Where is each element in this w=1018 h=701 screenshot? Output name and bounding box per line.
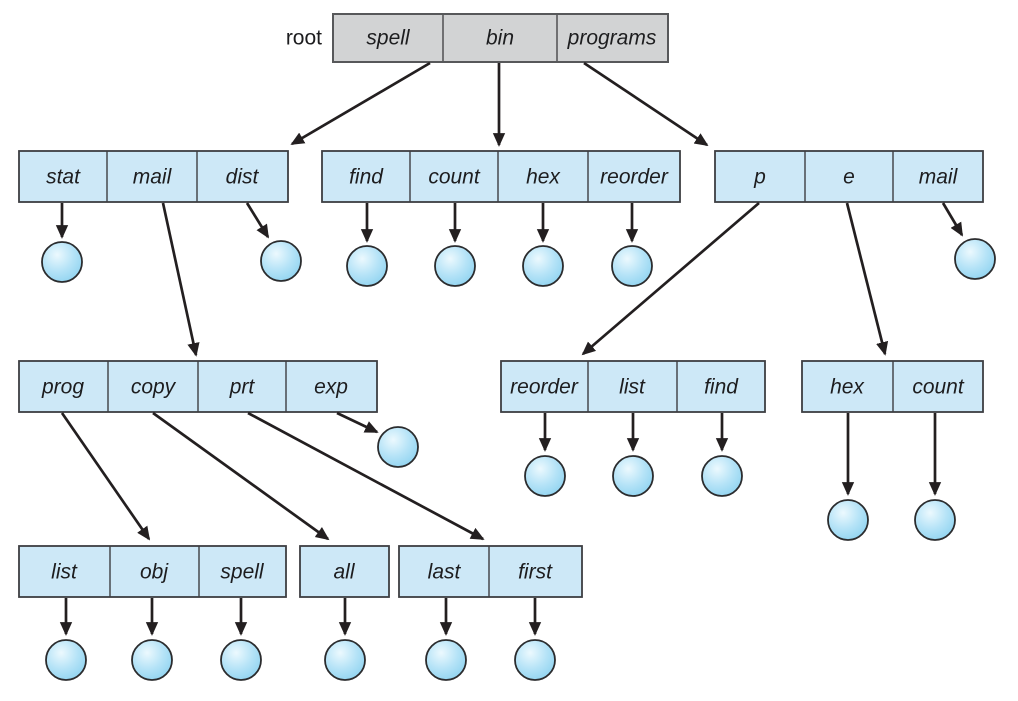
dir-entry-prt: prt xyxy=(229,376,256,399)
file-circle-find2 xyxy=(701,455,743,497)
dir-entry-list2: list xyxy=(619,376,646,399)
file-circle-hex xyxy=(522,245,564,287)
dir-table-prog: list obj spell xyxy=(18,545,287,598)
dir-table-prt: last first xyxy=(398,545,583,598)
file-circle-dist xyxy=(260,240,302,282)
edge-mail2-to-file xyxy=(941,202,964,237)
edge-p-to-dir xyxy=(581,201,760,356)
dir-table-p: reorder list find xyxy=(500,360,766,413)
dir-box xyxy=(18,150,289,203)
dir-entry-count2: count xyxy=(912,376,965,399)
dir-table-programs: p e mail xyxy=(714,150,984,203)
file-circle-spell3 xyxy=(220,639,262,681)
dir-entry-find2: find xyxy=(704,376,739,399)
dir-entry-spell: spell xyxy=(366,27,411,50)
file-circle-reorder xyxy=(611,245,653,287)
edge-programs-to-dir xyxy=(583,61,709,147)
dir-entry-last: last xyxy=(428,561,462,584)
dir-entry-programs: programs xyxy=(567,27,657,50)
dir-entry-p: p xyxy=(753,166,766,189)
file-circle-count xyxy=(434,245,476,287)
file-nodes xyxy=(41,238,996,681)
dir-entry-find: find xyxy=(349,166,384,189)
dir-entry-bin: bin xyxy=(486,27,514,50)
file-circle-list2 xyxy=(612,455,654,497)
dir-box xyxy=(321,150,681,203)
dir-table-root: root spell bin programs xyxy=(286,13,669,63)
dir-entry-mail: mail xyxy=(133,166,173,189)
dir-box xyxy=(500,360,766,413)
dir-entry-first: first xyxy=(518,561,553,584)
dir-table-spell: stat mail dist xyxy=(18,150,289,203)
file-circle-list3 xyxy=(45,639,87,681)
dir-box xyxy=(299,545,390,598)
dir-entry-hex: hex xyxy=(526,166,561,189)
file-circle-mail2 xyxy=(954,238,996,280)
dir-table-bin: find count hex reorder xyxy=(321,150,681,203)
edge-mail-to-dir xyxy=(161,202,200,357)
dir-table-e: hex count xyxy=(801,360,984,413)
edge-exp-to-file xyxy=(336,411,379,434)
file-circle-exp xyxy=(377,426,419,468)
root-label: root xyxy=(286,27,322,50)
file-circle-first xyxy=(514,639,556,681)
dir-box xyxy=(714,150,984,203)
file-circle-last xyxy=(425,639,467,681)
file-circle-find xyxy=(346,245,388,287)
edge-dist-to-file xyxy=(245,202,270,239)
dir-entry-copy: copy xyxy=(131,376,177,399)
file-circle-hex2 xyxy=(827,499,869,541)
dir-entry-reorder2: reorder xyxy=(510,376,579,399)
dir-entry-stat: stat xyxy=(46,166,81,189)
edge-copy-to-dir xyxy=(152,411,330,541)
edge-spell-to-dir xyxy=(290,61,431,146)
dir-entry-list3: list xyxy=(51,561,78,584)
edge-prt-to-dir xyxy=(247,411,485,541)
file-circle-stat xyxy=(41,241,83,283)
file-circle-all xyxy=(324,639,366,681)
dir-box xyxy=(18,545,287,598)
dir-entry-e: e xyxy=(843,166,855,189)
dir-entry-count: count xyxy=(428,166,481,189)
dir-entry-mail2: mail xyxy=(919,166,959,189)
file-circle-count2 xyxy=(914,499,956,541)
dir-entry-exp: exp xyxy=(314,376,348,399)
dir-entry-hex2: hex xyxy=(830,376,865,399)
file-circle-reorder2 xyxy=(524,455,566,497)
edge-e-to-dir xyxy=(845,202,889,356)
edges xyxy=(55,61,964,636)
edge-prog-to-dir xyxy=(60,412,151,541)
dir-entry-reorder: reorder xyxy=(600,166,669,189)
file-circle-obj xyxy=(131,639,173,681)
dir-entry-spell3: spell xyxy=(220,561,265,584)
dir-entry-all: all xyxy=(333,561,355,584)
dir-root-box xyxy=(332,13,669,63)
dir-entry-obj: obj xyxy=(140,561,169,584)
dir-box xyxy=(398,545,583,598)
dir-entry-prog: prog xyxy=(41,376,84,399)
dir-entry-dist: dist xyxy=(226,166,260,189)
dir-table-copy: all xyxy=(299,545,390,598)
dir-table-mail: prog copy prt exp xyxy=(18,360,378,413)
